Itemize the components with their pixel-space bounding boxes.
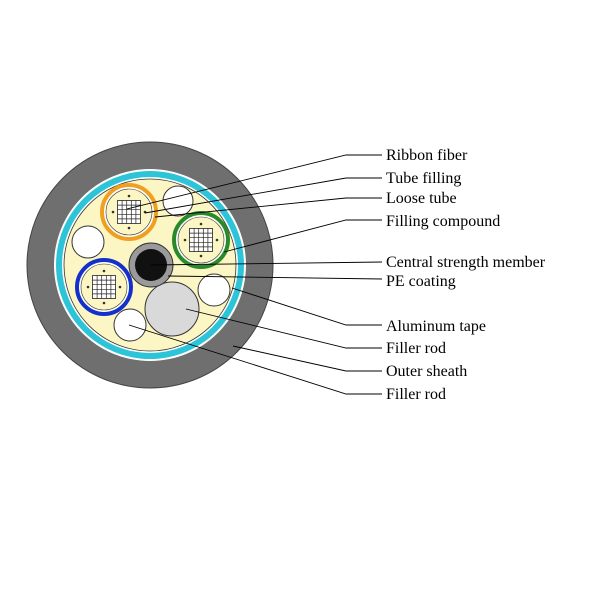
fiber-marker-dot	[86, 285, 90, 289]
leader-outer-sheath	[232, 345, 382, 372]
label-loose-tube: Loose tube	[386, 190, 457, 207]
label-filler-rod-1: Filler rod	[386, 340, 446, 357]
leader-tube-filling	[144, 177, 382, 214]
fiber-marker-dot	[111, 210, 115, 214]
ribbon-stack-frame	[189, 228, 213, 252]
fiber-marker-dot	[199, 254, 203, 258]
ribbon-fiber-stack	[86, 269, 122, 305]
label-ribbon-fiber: Ribbon fiber	[386, 147, 468, 164]
fiber-marker-dot	[127, 194, 131, 198]
label-filling-compound: Filling compound	[386, 213, 500, 230]
label-filler-rod-2: Filler rod	[386, 386, 446, 403]
leader-filling-compound	[223, 219, 382, 253]
fiber-marker-dot	[102, 269, 106, 273]
filler-rod	[162, 185, 194, 217]
leader-aluminum-tape	[231, 287, 382, 326]
loose-tube-orange	[100, 183, 158, 241]
leader-pe-coating	[167, 275, 383, 280]
label-tube-filling: Tube filling	[386, 170, 461, 187]
fiber-marker-dot	[215, 238, 219, 242]
leader-filler-rod-2	[128, 324, 382, 395]
leader-loose-tube	[154, 197, 382, 218]
leader-lines	[126, 154, 383, 395]
loose-tube-blue	[75, 258, 133, 316]
fiber-marker-dot	[118, 285, 122, 289]
label-aluminum-tape: Aluminum tape	[386, 318, 486, 335]
loose-tube-green	[172, 211, 230, 269]
filler-rod	[71, 225, 105, 259]
fiber-marker-dot	[183, 238, 187, 242]
label-pe-coating: PE coating	[386, 273, 456, 290]
filler-rod	[197, 273, 231, 307]
leader-ribbon-fiber	[126, 154, 382, 210]
leader-central-strength-member	[150, 261, 383, 266]
label-outer-sheath: Outer sheath	[386, 363, 467, 380]
ribbon-stack-frame	[117, 200, 141, 224]
label-central-strength-member: Central strength member	[386, 254, 546, 271]
cable-cross-section	[26, 141, 274, 389]
ribbon-fiber-stack	[183, 222, 219, 258]
fiber-marker-dot	[199, 222, 203, 226]
fiber-marker-dot	[102, 301, 106, 305]
fiber-marker-dot	[127, 226, 131, 230]
labels: Ribbon fiber Tube filling Loose tube Fil…	[386, 147, 546, 403]
filler-rod-large	[144, 281, 200, 337]
ribbon-stack-frame	[92, 275, 116, 299]
leader-filler-rod-1	[185, 308, 382, 349]
